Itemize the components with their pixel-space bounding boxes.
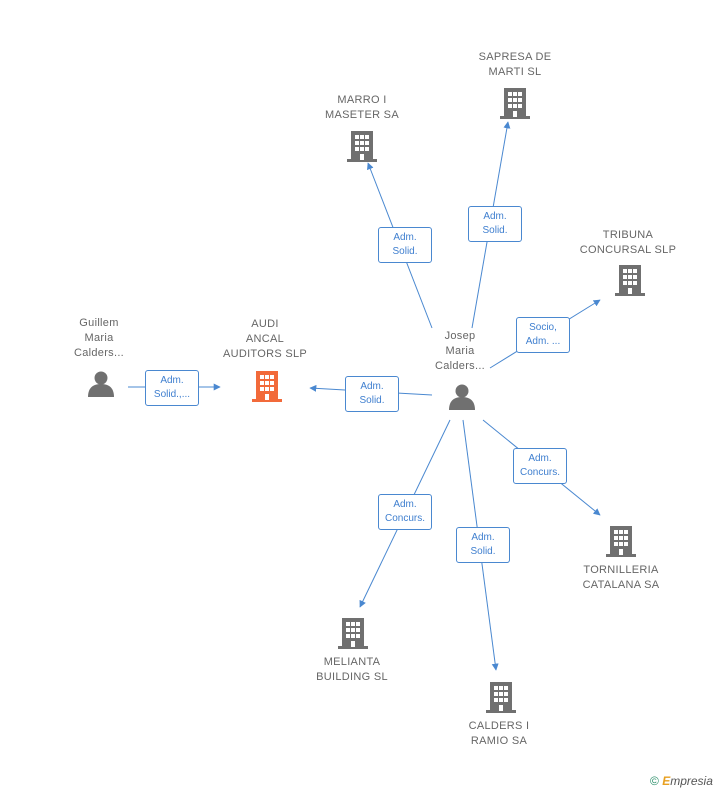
node-label-josep[interactable]: Josep Maria Calders...: [434, 330, 486, 372]
copyright-icon: ©: [650, 774, 659, 788]
building-icon-melianta[interactable]: [338, 618, 368, 649]
brand-logo-initial: E: [662, 774, 671, 788]
edge-label-josep-to-tornilleria[interactable]: Adm. Concurs.: [513, 448, 567, 484]
node-label-tornilleria[interactable]: TORNILLERIA CATALANA SA: [582, 564, 660, 591]
edge-label-josep-to-tribuna[interactable]: Socio, Adm. ...: [516, 317, 570, 353]
node-label-guillem[interactable]: Guillem Maria Calders...: [73, 317, 125, 359]
person-icon-josep[interactable]: [449, 384, 475, 411]
node-label-tribuna[interactable]: TRIBUNA CONCURSAL SLP: [579, 229, 677, 256]
edge-label-josep-to-audi[interactable]: Adm. Solid.: [345, 376, 399, 412]
node-label-calders[interactable]: CALDERS I RAMIO SA: [468, 720, 530, 747]
brand-name: mpresia: [670, 774, 713, 788]
person-icon-guillem[interactable]: [88, 371, 114, 398]
building-icon-marro[interactable]: [347, 131, 377, 162]
node-label-audi[interactable]: AUDI ANCAL AUDITORS SLP: [222, 318, 308, 360]
node-label-saprese[interactable]: SAPRESA DE MARTI SL: [478, 51, 552, 78]
edge-label-josep-to-melianta[interactable]: Adm. Concurs.: [378, 494, 432, 530]
edge-label-josep-to-calders[interactable]: Adm. Solid.: [456, 527, 510, 563]
node-label-marro[interactable]: MARRO I MASETER SA: [325, 94, 399, 121]
building-icon-calders[interactable]: [486, 682, 516, 713]
building-icon-tribuna[interactable]: [615, 265, 645, 296]
edge-label-guillem-to-audi[interactable]: Adm. Solid.,...: [145, 370, 199, 406]
building-icon-saprese[interactable]: [500, 88, 530, 119]
footer-brand: © Empresia: [650, 774, 713, 794]
edge-label-josep-to-saprese[interactable]: Adm. Solid.: [468, 206, 522, 242]
edge-label-josep-to-marro[interactable]: Adm. Solid.: [378, 227, 432, 263]
building-icon-tornilleria[interactable]: [606, 526, 636, 557]
building-icon-audi[interactable]: [252, 371, 282, 402]
node-label-melianta[interactable]: MELIANTA BUILDING SL: [316, 656, 388, 683]
